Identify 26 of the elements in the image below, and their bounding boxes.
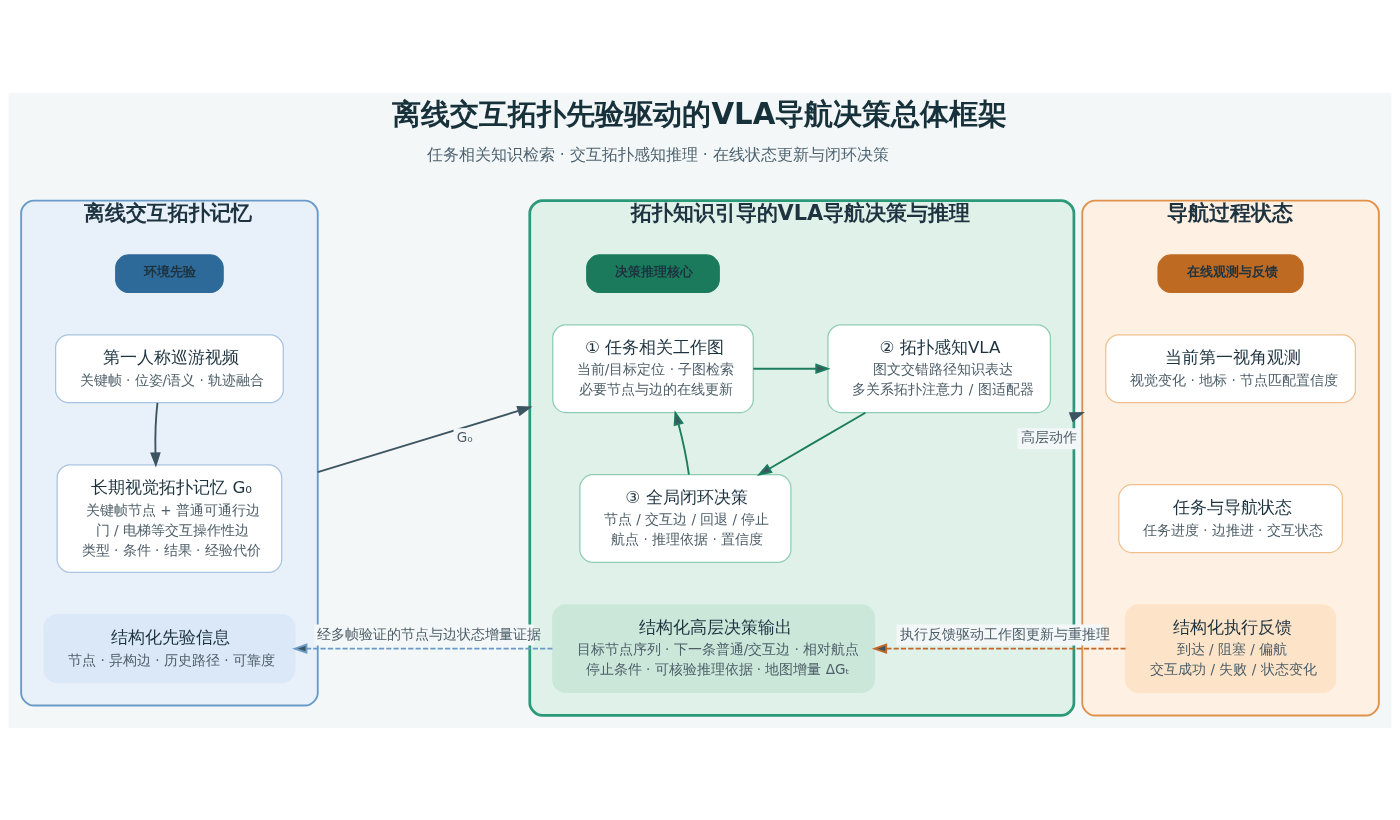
node-box: 任务与导航状态 任务进度 · 边推进 · 交互状态: [1118, 483, 1343, 553]
arrow: [292, 642, 554, 654]
arrow: [871, 642, 1127, 654]
edge-label: 执行反馈驱动工作图更新与重推理: [899, 625, 1110, 642]
diagram-title: 离线交互拓扑先验驱动的VLA导航决策总体框架: [392, 96, 1008, 131]
node-box: 长期视觉拓扑记忆 G₀ 关键帧节点 + 普通可通行边 门 / 电梯等交互操作性边 类型 · 条件 · 结果 · 经验代价: [56, 463, 283, 573]
edge-label: 高层动作: [1020, 428, 1077, 445]
node-box: 在线观测与反馈: [1157, 253, 1304, 293]
node-box: ② 拓扑感知VLA 图文交错路径知识表达 多关系拓扑注意力 / 图适配器: [827, 323, 1052, 413]
node-box: 当前第一视角观测 视觉变化 · 地标 · 节点匹配置信度: [1105, 333, 1356, 403]
arrow: [756, 411, 867, 476]
node-box: 结构化先验信息 节点 · 异构边 · 历史路径 · 可靠度: [43, 613, 296, 683]
edge-label: G₀: [456, 428, 473, 445]
arrow: [150, 401, 161, 468]
node-box: 决策推理核心: [586, 253, 720, 293]
label: 任务相关知识检索 · 交互拓扑感知推理 · 在线状态更新与闭环决策: [426, 144, 889, 164]
node-box: 结构化高层决策输出 目标节点序列 · 下一条普通/交互边 · 相对航点 停止条件 · 可核验推理依据 · 地图增量 ΔGₜ: [552, 603, 876, 693]
node-box: 环境先验: [115, 253, 224, 293]
node-box: 结构化执行反馈 到达 / 阻塞 / 偏航 交互成功 / 失败 / 状态变化: [1124, 603, 1337, 693]
node-box: ① 任务相关工作图 当前/目标定位 · 子图检索 必要节点与边的在线更新: [552, 323, 754, 413]
arrow: [316, 405, 533, 473]
arrow: [752, 362, 831, 374]
arrow: [673, 409, 690, 476]
node-box: ③ 全局闭环决策 节点 / 交互边 / 回退 / 停止 航点 · 推理依据 · 置信度: [579, 473, 792, 563]
node-box: 第一人称巡游视频 关键帧 · 位姿/语义 · 轨迹融合: [54, 333, 284, 403]
edge-label: 经多帧验证的节点与边状态增量证据: [317, 625, 542, 642]
